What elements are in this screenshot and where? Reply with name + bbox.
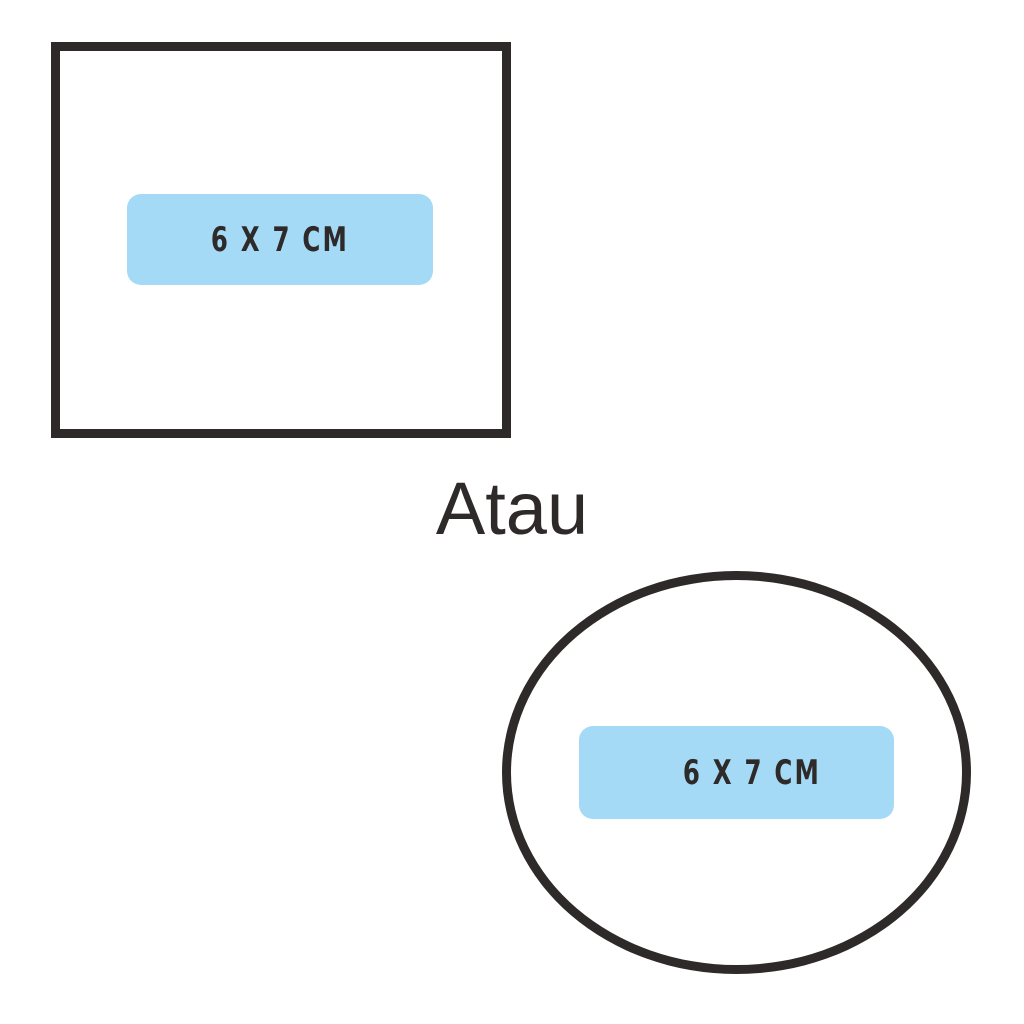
- separator-text: Atau: [435, 467, 589, 550]
- square-size-text: 6 X 7 CM: [210, 219, 350, 260]
- square-size-label: 6 X 7 CM: [127, 194, 433, 285]
- oval-size-label: 6 X 7 CM: [579, 726, 894, 819]
- oval-shape-outline: [502, 571, 971, 974]
- oval-size-text: 6 X 7 CM: [682, 752, 821, 793]
- square-shape-outline: [51, 42, 511, 438]
